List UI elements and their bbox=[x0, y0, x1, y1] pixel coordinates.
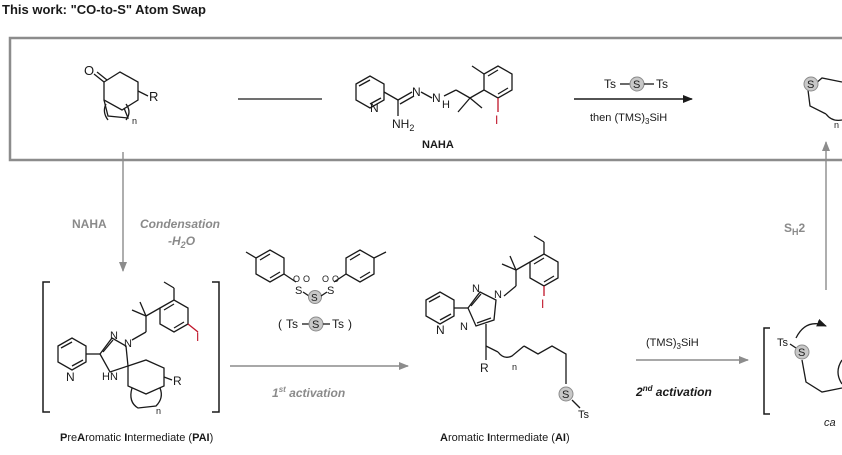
radical-partial-label: ca bbox=[824, 417, 836, 429]
ai-structure: N N N N I R n S Ts bbox=[425, 235, 590, 421]
disulfone-o4: O bbox=[332, 274, 339, 284]
pai-n2: N bbox=[124, 338, 132, 350]
ai-r-group: R bbox=[480, 361, 489, 375]
naha-nh2: NH2 bbox=[392, 117, 414, 133]
ai-label: Aromatic Intermediate (AI) bbox=[440, 432, 570, 444]
formula-s: S bbox=[312, 319, 319, 331]
ai-ts: Ts bbox=[578, 409, 590, 421]
water-loss-label: -H2O bbox=[168, 234, 196, 250]
ai-pyridine-n: N bbox=[436, 323, 445, 337]
then-reagent: then (TMS)3SiH bbox=[590, 112, 667, 126]
naha-n1: N bbox=[412, 85, 421, 99]
first-activation-label: 1st activation bbox=[272, 385, 345, 400]
disulfone-o1: O bbox=[293, 274, 300, 284]
reagent-ts-left: Ts bbox=[604, 77, 616, 91]
sh2-label: SH2 bbox=[784, 221, 806, 237]
pai-hn: HN bbox=[102, 371, 118, 383]
product-sulfur: S bbox=[807, 79, 814, 91]
disulfone-s-left: S bbox=[295, 285, 302, 297]
naha-pyridine-n: N bbox=[370, 101, 379, 115]
pai-pyridine-n: N bbox=[66, 370, 75, 384]
ketone-oxygen: O bbox=[84, 63, 94, 78]
radical-intermediate-partial: Ts S ca bbox=[763, 318, 842, 429]
product-ring-n: n bbox=[834, 120, 839, 130]
naha-n2: N bbox=[432, 91, 441, 105]
pai-bracket-right bbox=[212, 281, 220, 413]
pai-ring-n: n bbox=[156, 406, 161, 416]
ai-n3: N bbox=[460, 321, 468, 333]
disulfone-s-mid: S bbox=[311, 293, 318, 304]
reagent-ts-right: Ts bbox=[656, 77, 668, 91]
naha-side-label: NAHA bbox=[72, 217, 107, 231]
pai-n1: N bbox=[110, 330, 118, 342]
scheme-title: This work: "CO-to-S" Atom Swap bbox=[2, 2, 206, 17]
pai-structure: N N N HN I R n bbox=[57, 281, 199, 416]
disulfone-o3: O bbox=[322, 274, 329, 284]
ai-sulfur: S bbox=[562, 389, 569, 401]
naha-nh: H bbox=[442, 99, 450, 111]
ai-n2: N bbox=[494, 289, 502, 301]
second-reagent: (TMS)3SiH bbox=[646, 337, 699, 351]
pai-label: PreAromatic Intermediate (PAI) bbox=[60, 432, 213, 444]
naha-label: NAHA bbox=[422, 139, 454, 151]
pai-r-group: R bbox=[173, 374, 182, 388]
ai-iodine: I bbox=[541, 297, 544, 311]
radical-ts: Ts bbox=[777, 337, 789, 349]
cyclic-ketone-structure: O R n bbox=[84, 63, 158, 126]
disulfone-s-right: S bbox=[327, 285, 334, 297]
top-box-frame bbox=[8, 36, 842, 162]
condensation-label: Condensation bbox=[140, 217, 220, 231]
naha-iodine: I bbox=[495, 113, 498, 127]
formula-ts2: Ts bbox=[332, 317, 344, 331]
pai-iodine: I bbox=[196, 330, 199, 344]
disulfone-structure: S O O S S O O bbox=[245, 249, 387, 304]
formula-open: ( bbox=[278, 317, 282, 331]
radical-sulfur: S bbox=[798, 347, 805, 359]
second-activation-label: 2nd activation bbox=[635, 384, 712, 399]
ketone-ring-n: n bbox=[132, 116, 137, 126]
pai-bracket-left bbox=[42, 281, 50, 413]
ai-n1: N bbox=[472, 283, 480, 295]
naha-structure: N NH2 N N H I bbox=[355, 65, 513, 133]
disulfone-o2: O bbox=[303, 274, 310, 284]
formula-close: ) bbox=[348, 317, 352, 331]
thiane-product-structure: S n bbox=[803, 76, 842, 130]
reagent-sulfur: S bbox=[633, 79, 640, 91]
ketone-r-group: R bbox=[149, 89, 158, 104]
ai-chain-n: n bbox=[512, 362, 517, 372]
formula-ts1: Ts bbox=[286, 317, 298, 331]
